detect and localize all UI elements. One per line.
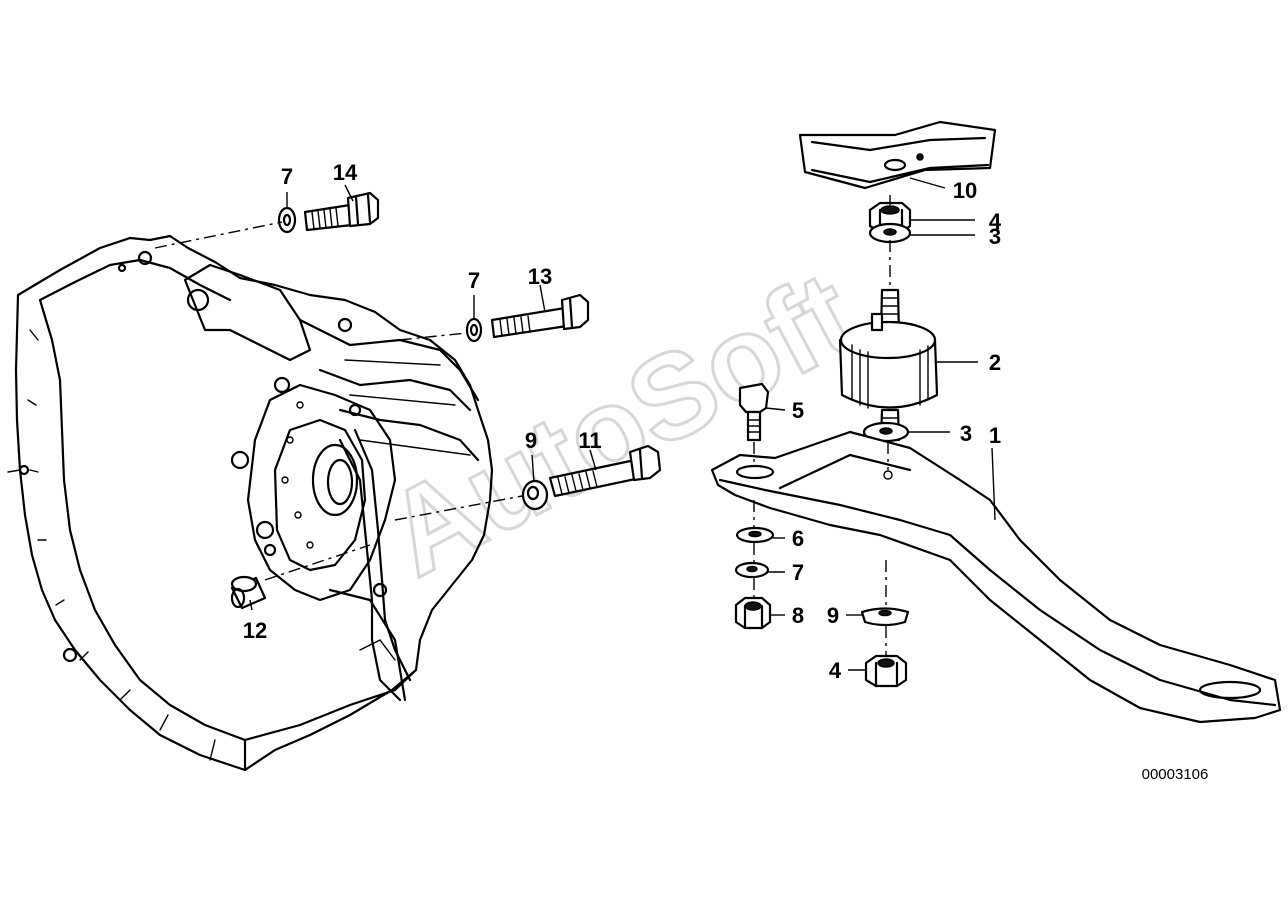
- callout-11: 11: [578, 428, 601, 453]
- callout-5: 5: [792, 398, 804, 423]
- callout-9-right: 9: [827, 603, 839, 628]
- bolt-11-drawing: [548, 444, 662, 498]
- washer-3-top-drawing: [868, 222, 912, 244]
- callout-6: 6: [792, 526, 804, 551]
- washer-9-right-drawing: [860, 607, 910, 627]
- callout-7-right: 7: [792, 560, 804, 585]
- leader-lines: [249, 177, 996, 671]
- plate-10-drawing: [798, 120, 997, 190]
- bolt-5-drawing: [738, 382, 770, 442]
- washer-7-top-drawing: [277, 206, 297, 234]
- callout-4-bottom: 4: [829, 658, 842, 683]
- transmission-housing-drawing: [7, 234, 494, 772]
- callout-3-mid: 3: [960, 421, 972, 446]
- washer-6-drawing: [735, 526, 775, 544]
- callout-3-top: 3: [989, 224, 1001, 249]
- washer-7-right-drawing: [734, 561, 770, 579]
- nut-8-drawing: [734, 596, 772, 630]
- bolt-14-drawing: [303, 191, 380, 232]
- callout-4-top: 4: [989, 209, 1002, 234]
- callout-2: 2: [989, 350, 1001, 375]
- washer-9-left-drawing: [521, 479, 549, 511]
- callout-10: 10: [953, 178, 977, 203]
- callout-14: 14: [333, 160, 358, 185]
- callout-7-mid: 7: [468, 268, 480, 293]
- callout-13: 13: [528, 264, 552, 289]
- rubber-mount-2-drawing: [838, 288, 939, 442]
- callout-labels: 7 14 7 13 9 11 12 10 4 3 2 5 1 3 6 7 8 9…: [243, 160, 1002, 683]
- callout-12: 12: [243, 618, 267, 643]
- bushing-12-drawing: [230, 575, 267, 610]
- support-arm-1-drawing: [710, 430, 1282, 724]
- callout-8: 8: [792, 603, 804, 628]
- bolt-13-drawing: [490, 293, 590, 339]
- callout-7-top: 7: [281, 164, 293, 189]
- callout-9-left: 9: [525, 428, 537, 453]
- nut-4-bottom-drawing: [864, 654, 908, 688]
- washer-7-mid-drawing: [465, 317, 483, 343]
- diagram-number: 00003106: [1142, 766, 1209, 783]
- callout-1: 1: [989, 423, 1001, 448]
